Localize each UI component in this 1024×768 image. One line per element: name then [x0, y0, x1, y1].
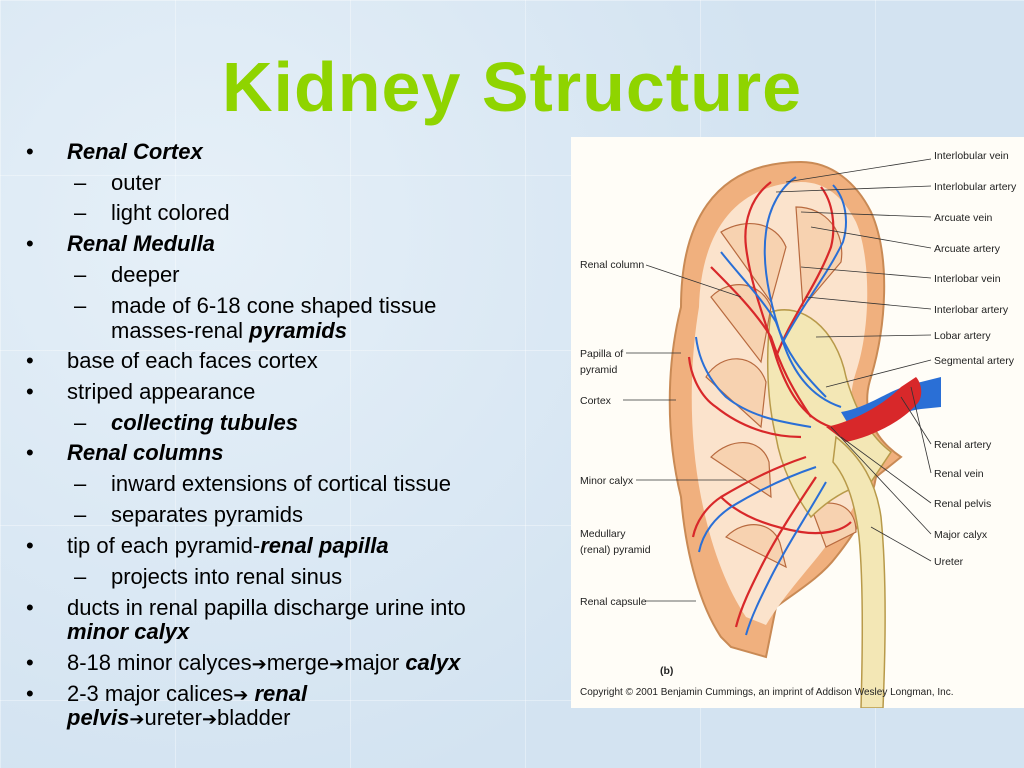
list-item-text: outer [111, 170, 162, 195]
emphasis-text: renal [248, 681, 308, 706]
label-renal-vein: Renal vein [934, 468, 984, 480]
arrow-icon: ➔ [329, 654, 345, 674]
dash-marker: – [74, 170, 87, 195]
label-lobar-artery: Lobar artery [934, 330, 991, 342]
list-item-text: 2-3 major calices [67, 681, 234, 706]
list-item-text: tip of each pyramid- [67, 533, 261, 558]
left-labels: Renal column Papilla of pyramid Cortex M… [580, 259, 651, 608]
arrow-icon: ➔ [251, 654, 267, 674]
bullet-marker: • [26, 348, 34, 373]
bullet-marker: • [26, 650, 34, 675]
label-interlobular-artery: Interlobular artery [934, 181, 1017, 193]
list-item-text: Renal columns [67, 440, 224, 465]
label-arcuate-artery: Arcuate artery [934, 243, 1001, 255]
list-item-text: merge [266, 650, 330, 675]
list-item-text: inward extensions of cortical tissue [111, 471, 451, 496]
dash-marker: – [74, 200, 87, 225]
dash-marker: – [74, 410, 87, 435]
emphasis-text: renal papilla [260, 533, 389, 558]
list-item-text: light colored [111, 200, 230, 225]
label-ureter: Ureter [934, 556, 964, 568]
arrow-icon: ➔ [233, 685, 249, 705]
renal-artery-shape [826, 377, 922, 442]
list-item-text: Renal Cortex [67, 139, 203, 164]
emphasis-text: calyx [405, 650, 461, 675]
label-renal-capsule: Renal capsule [580, 596, 647, 608]
list-item-text: ducts in renal papilla discharge urine i… [67, 595, 466, 620]
list-item-text: 8-18 minor calyces [67, 650, 252, 675]
panel-label: (b) [660, 665, 673, 677]
emphasis-text: minor calyx [67, 619, 190, 644]
bullet-marker: • [26, 231, 34, 256]
slide-title: Kidney Structure [222, 48, 802, 126]
list-item-text: Renal Medulla [67, 231, 215, 256]
leader-lines [623, 158, 932, 602]
label-medullary-line1: Medullary [580, 528, 626, 540]
list-item-text: projects into renal sinus [111, 564, 343, 589]
right-labels: Interlobular vein Interlobular artery Ar… [934, 150, 1017, 568]
kidney-diagram: Interlobular vein Interlobular artery Ar… [571, 137, 1024, 708]
label-arcuate-vein: Arcuate vein [934, 212, 993, 224]
label-major-calyx: Major calyx [934, 529, 988, 541]
emphasis-text: pelvis [67, 705, 130, 730]
list-item-text: collecting tubules [111, 410, 299, 435]
kidney-illustration: Interlobular vein Interlobular artery Ar… [580, 150, 1017, 708]
list-item-text: ureter [144, 705, 202, 730]
dash-marker: – [74, 471, 87, 496]
bullet-marker: • [26, 681, 34, 706]
arrow-icon: ➔ [129, 709, 145, 729]
bullet-marker: • [26, 379, 34, 404]
list-item-text: major [344, 650, 406, 675]
ureter-shape [832, 435, 886, 708]
label-segmental-artery: Segmental artery [934, 355, 1015, 367]
label-renal-artery: Renal artery [934, 439, 992, 451]
label-papilla-line1: Papilla of [580, 348, 623, 360]
list-item-text: bladder [217, 705, 291, 730]
arteries-network [687, 181, 852, 628]
arrow-icon: ➔ [201, 709, 218, 729]
dash-marker: – [74, 262, 87, 287]
label-cortex: Cortex [580, 395, 612, 407]
label-interlobar-vein: Interlobar vein [934, 273, 1001, 285]
label-renal-pelvis: Renal pelvis [934, 498, 991, 510]
veins-network [695, 176, 847, 636]
dash-marker: – [74, 564, 87, 589]
list-item-text: separates pyramids [111, 502, 303, 527]
list-item-text: base of each faces cortex [67, 348, 318, 373]
bullet-marker: • [26, 440, 34, 465]
copyright-text: Copyright © 2001 Benjamin Cummings, an i… [580, 687, 953, 698]
list-item-text: deeper [111, 262, 180, 287]
label-minor-calyx: Minor calyx [580, 475, 634, 487]
list-item-text: made of 6-18 cone shaped tissue [111, 293, 437, 318]
label-interlobular-vein: Interlobular vein [934, 150, 1009, 162]
label-medullary-line2: (renal) pyramid [580, 544, 651, 556]
emphasis-text: pyramids [249, 318, 347, 343]
dash-marker: – [74, 502, 87, 527]
label-renal-column: Renal column [580, 259, 644, 271]
label-papilla-line2: pyramid [580, 364, 618, 376]
bullet-marker: • [26, 139, 34, 164]
list-item-text: striped appearance [67, 379, 256, 404]
bullet-marker: • [26, 595, 34, 620]
bullet-marker: • [26, 533, 34, 558]
label-interlobar-artery: Interlobar artery [934, 304, 1009, 316]
dash-marker: – [74, 293, 87, 318]
list-item-text: masses-renal [111, 318, 250, 343]
